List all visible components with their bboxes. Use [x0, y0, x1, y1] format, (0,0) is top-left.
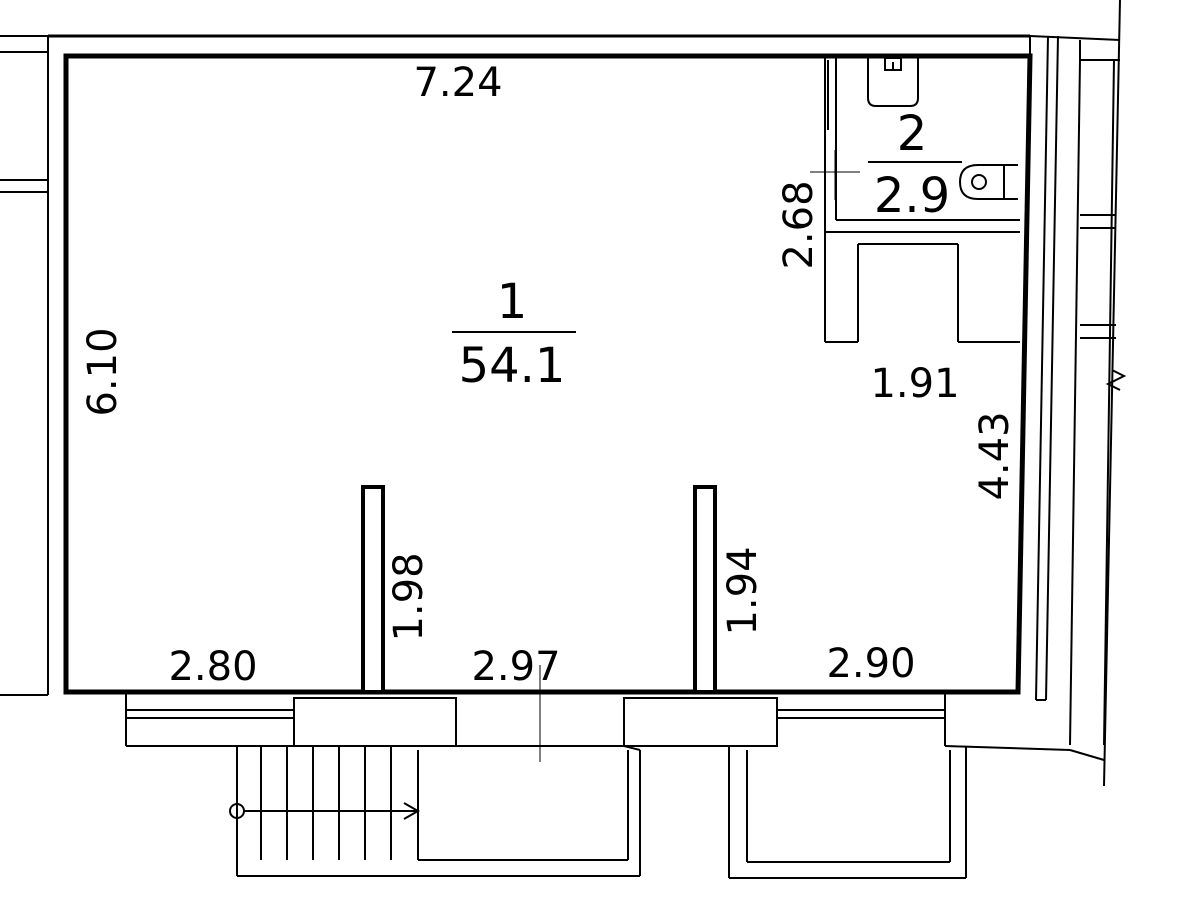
- room-1-area: 54.1: [459, 338, 566, 394]
- room-2-number: 2: [897, 106, 928, 162]
- left-neighbor: [0, 35, 66, 696]
- toilet-icon: [958, 164, 1018, 200]
- pier-right: [693, 485, 717, 694]
- room-1-number: 1: [497, 274, 528, 330]
- dim-right-height: 4.43: [972, 411, 1018, 500]
- dim-bottom-left: 2.80: [168, 644, 257, 690]
- dim-pier-right: 1.94: [720, 546, 766, 635]
- right-wall: [1029, 0, 1127, 787]
- room-2-leader: [810, 150, 860, 200]
- dim-wc-height: 2.68: [776, 180, 822, 269]
- dim-left-height: 6.10: [80, 327, 126, 416]
- right-porch: [728, 746, 967, 879]
- room-2-area: 2.9: [874, 168, 950, 224]
- dim-pier-left: 1.98: [386, 552, 432, 641]
- dim-bottom-middle: 2.97: [471, 644, 560, 690]
- room-1-outline: [63, 53, 1033, 695]
- arrow-icon: [229, 802, 421, 820]
- dim-wc-width: 1.91: [870, 361, 959, 407]
- entrance-stairs: [236, 745, 641, 877]
- dim-top-width: 7.24: [413, 60, 502, 106]
- pier-left: [361, 485, 385, 694]
- sink-icon: [867, 57, 919, 107]
- wc-partition: [824, 58, 1020, 343]
- dim-bottom-right: 2.90: [826, 641, 915, 687]
